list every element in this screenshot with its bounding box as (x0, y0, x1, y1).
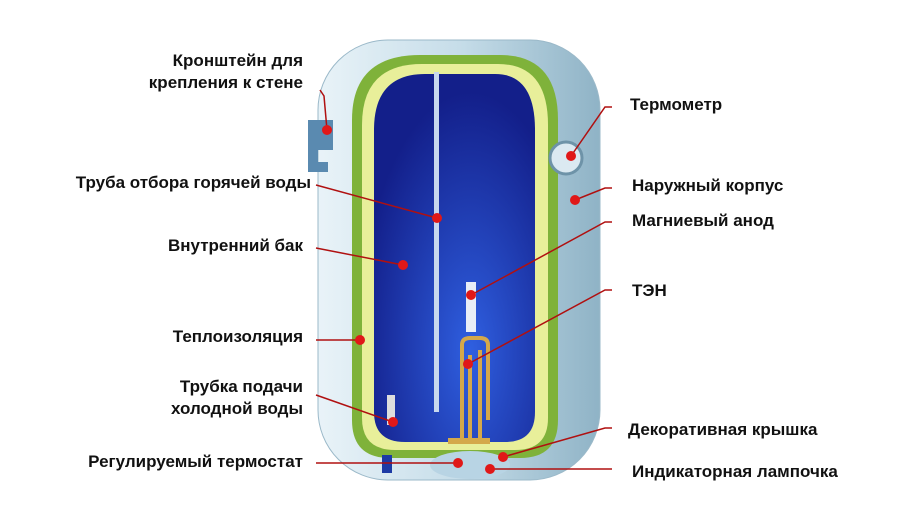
leader-lines (315, 89, 612, 474)
label-cover: Декоративная крышка (628, 420, 818, 439)
hot-water-pipe (434, 72, 439, 412)
marker-dot-insulation (355, 335, 365, 345)
marker-dot-inner-tank (398, 260, 408, 270)
magnesium-anode (466, 282, 476, 332)
marker-dot-thermostat (453, 458, 463, 468)
label-line: Трубка подачи (179, 377, 303, 396)
label-bracket: Кронштейн для крепления к стене (149, 50, 303, 94)
label-thermometer: Термометр (630, 95, 723, 114)
leader-outer-case (574, 187, 612, 201)
leader-anode (470, 221, 612, 296)
label-line: холодной воды (170, 399, 303, 418)
label-lamp: Индикаторная лампочка (632, 462, 838, 481)
label-cold-pipe: Трубка подачи холодной воды (171, 376, 303, 420)
label-thermostat: Регулируемый термостат (88, 452, 303, 471)
marker-dot-anode (466, 290, 476, 300)
leader-cover (502, 427, 612, 458)
heating-element (460, 336, 490, 440)
thermostat-cover (430, 451, 510, 479)
marker-dot-bracket (322, 125, 332, 135)
leader-hot-pipe (315, 184, 438, 219)
leader-inner-tank (315, 247, 404, 266)
label-outer-case: Наружный корпус (632, 176, 784, 195)
leader-bracket (319, 89, 328, 131)
label-inner-tank: Внутренний бак (168, 236, 303, 255)
marker-dot-thermometer (566, 151, 576, 161)
leader-cold-pipe (315, 394, 394, 423)
marker-dot-hot-pipe (432, 213, 442, 223)
marker-dot-cold-pipe (388, 417, 398, 427)
marker-dot-cover (498, 452, 508, 462)
label-line: Кронштейн для (172, 51, 303, 70)
thermometer (548, 140, 584, 176)
marker-dot-outer-case (570, 195, 580, 205)
leader-thermometer (570, 106, 612, 157)
label-anode: Магниевый анод (632, 211, 774, 230)
label-heater: ТЭН (632, 281, 667, 300)
marker-dot-lamp (485, 464, 495, 474)
label-hot-pipe: Труба отбора горячей воды (75, 173, 311, 192)
leader-heater (467, 289, 612, 365)
inner-tank (374, 74, 535, 442)
label-insulation: Теплоизоляция (172, 327, 303, 346)
cold-water-pipe (387, 395, 395, 425)
marker-dot-heater (463, 359, 473, 369)
label-line: крепления к стене (148, 73, 303, 92)
